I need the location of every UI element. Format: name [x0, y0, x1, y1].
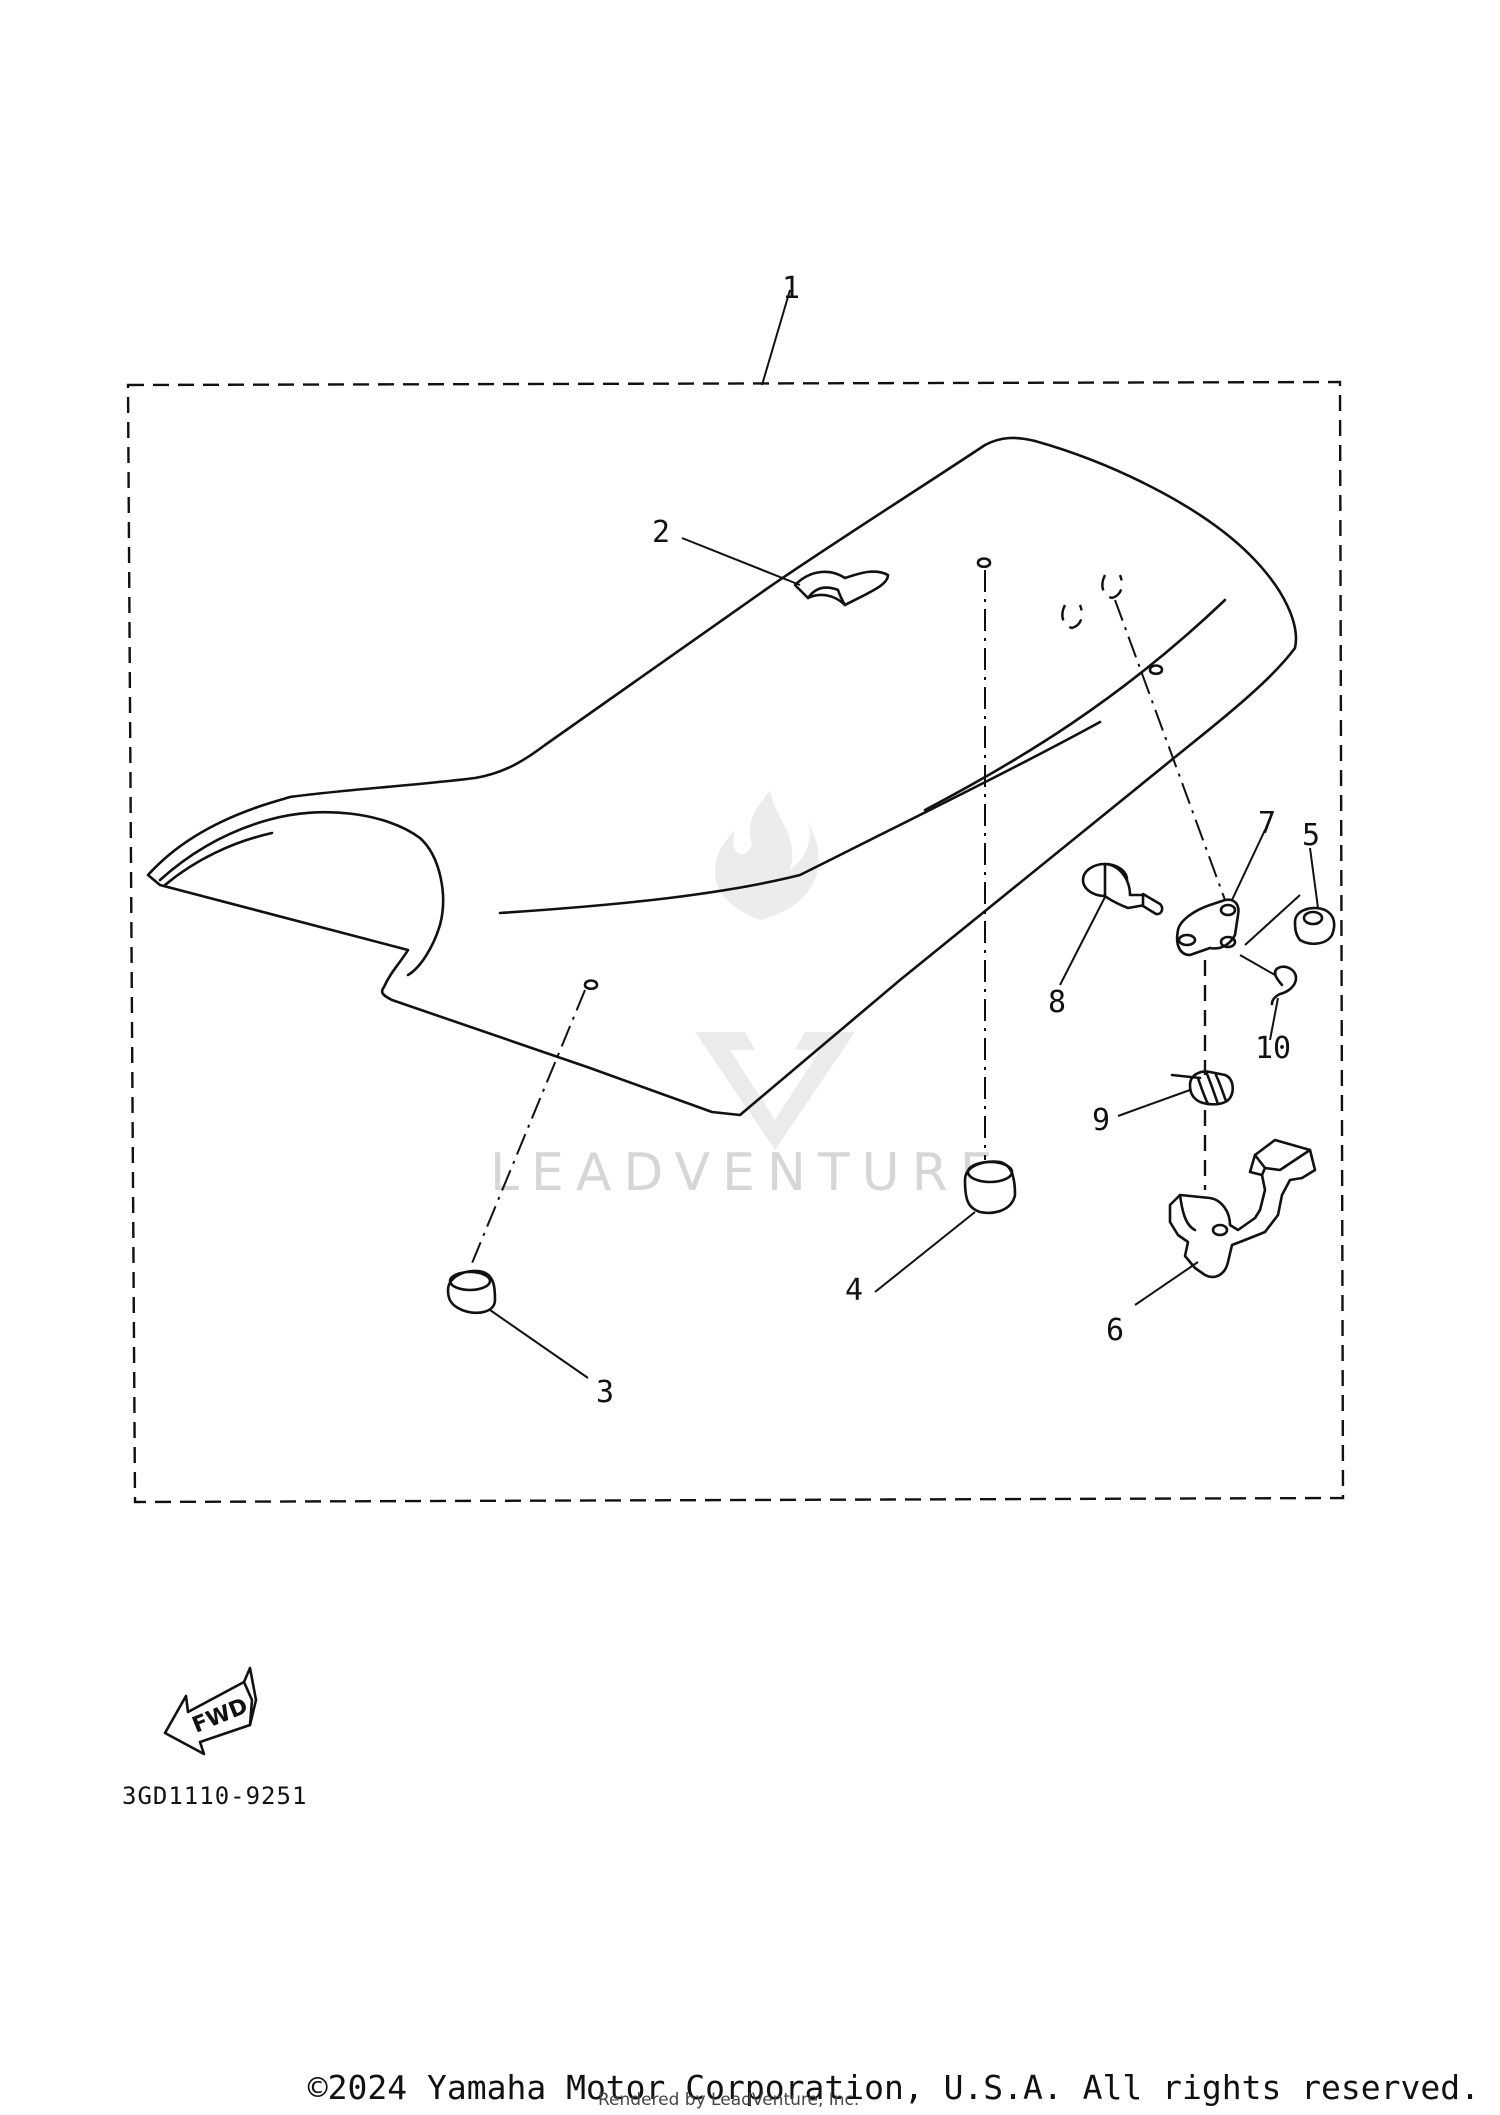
pin-item-8 [1081, 862, 1164, 916]
callout-1: 1 [782, 271, 800, 306]
forward-arrow-icon: FWD [163, 1666, 258, 1756]
callout-6: 6 [1106, 1313, 1124, 1348]
alignment-line [1239, 954, 1276, 976]
lock-lever-item-6 [1168, 1138, 1317, 1279]
alignment-line [1244, 894, 1301, 946]
callout-4: 4 [845, 1273, 863, 1308]
callout-5: 5 [1302, 818, 1320, 853]
bracket-item-7 [1175, 898, 1240, 957]
callout-7: 7 [1258, 806, 1276, 841]
leader-lines [489, 289, 1319, 1379]
callout-9: 9 [1092, 1103, 1110, 1138]
watermark-logo [695, 790, 855, 1150]
watermark-text: LEADVENTURE [490, 1143, 1005, 1203]
rendered-by-notice: Rendered by LeadVenture, Inc. [598, 2090, 860, 2110]
alignment-line [469, 989, 586, 1269]
grommet-item-5 [1293, 906, 1336, 945]
clip-item-10 [1270, 965, 1298, 1006]
alignment-line [1114, 599, 1226, 901]
spring-item-9 [1170, 1070, 1235, 1106]
callout-10: 10 [1255, 1031, 1291, 1066]
damper-item-4 [963, 1160, 1017, 1215]
callout-3: 3 [596, 1375, 614, 1410]
kit-boundary [126, 380, 1345, 1504]
copyright-notice: ©2024 Yamaha Motor Corporation, U.S.A. A… [307, 2068, 1480, 2107]
callout-8: 8 [1048, 985, 1066, 1020]
diagram-part-code: 3GD1110-9251 [122, 1782, 307, 1810]
damper-item-3 [446, 1269, 497, 1314]
callout-2: 2 [652, 515, 670, 550]
seat-assembly [146, 436, 1298, 1117]
